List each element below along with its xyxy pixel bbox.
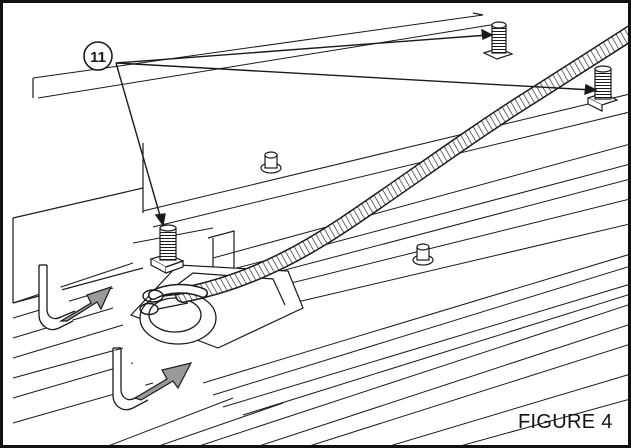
thermostat-disc [139,291,217,345]
terminal-loops [139,289,189,316]
locator-pin-lower [412,243,434,266]
screw-top [482,21,514,60]
spring-clip-upper [38,264,76,331]
arrow-icon [133,362,193,401]
heater-coil-windings [176,27,628,302]
figure-caption: FIGURE 4 [518,411,613,433]
spring-clip-lower [112,347,150,411]
arrow-icon [58,285,113,322]
screw-right [586,65,619,112]
locator-pin-upper [260,151,282,174]
callout-leaders [115,28,598,227]
callout-number: 11 [90,49,106,66]
callout-circle-icon: 11 [83,41,113,71]
assembly-illustration: 11 [12,12,628,445]
left-panel [12,187,144,304]
screw-left [149,224,185,274]
